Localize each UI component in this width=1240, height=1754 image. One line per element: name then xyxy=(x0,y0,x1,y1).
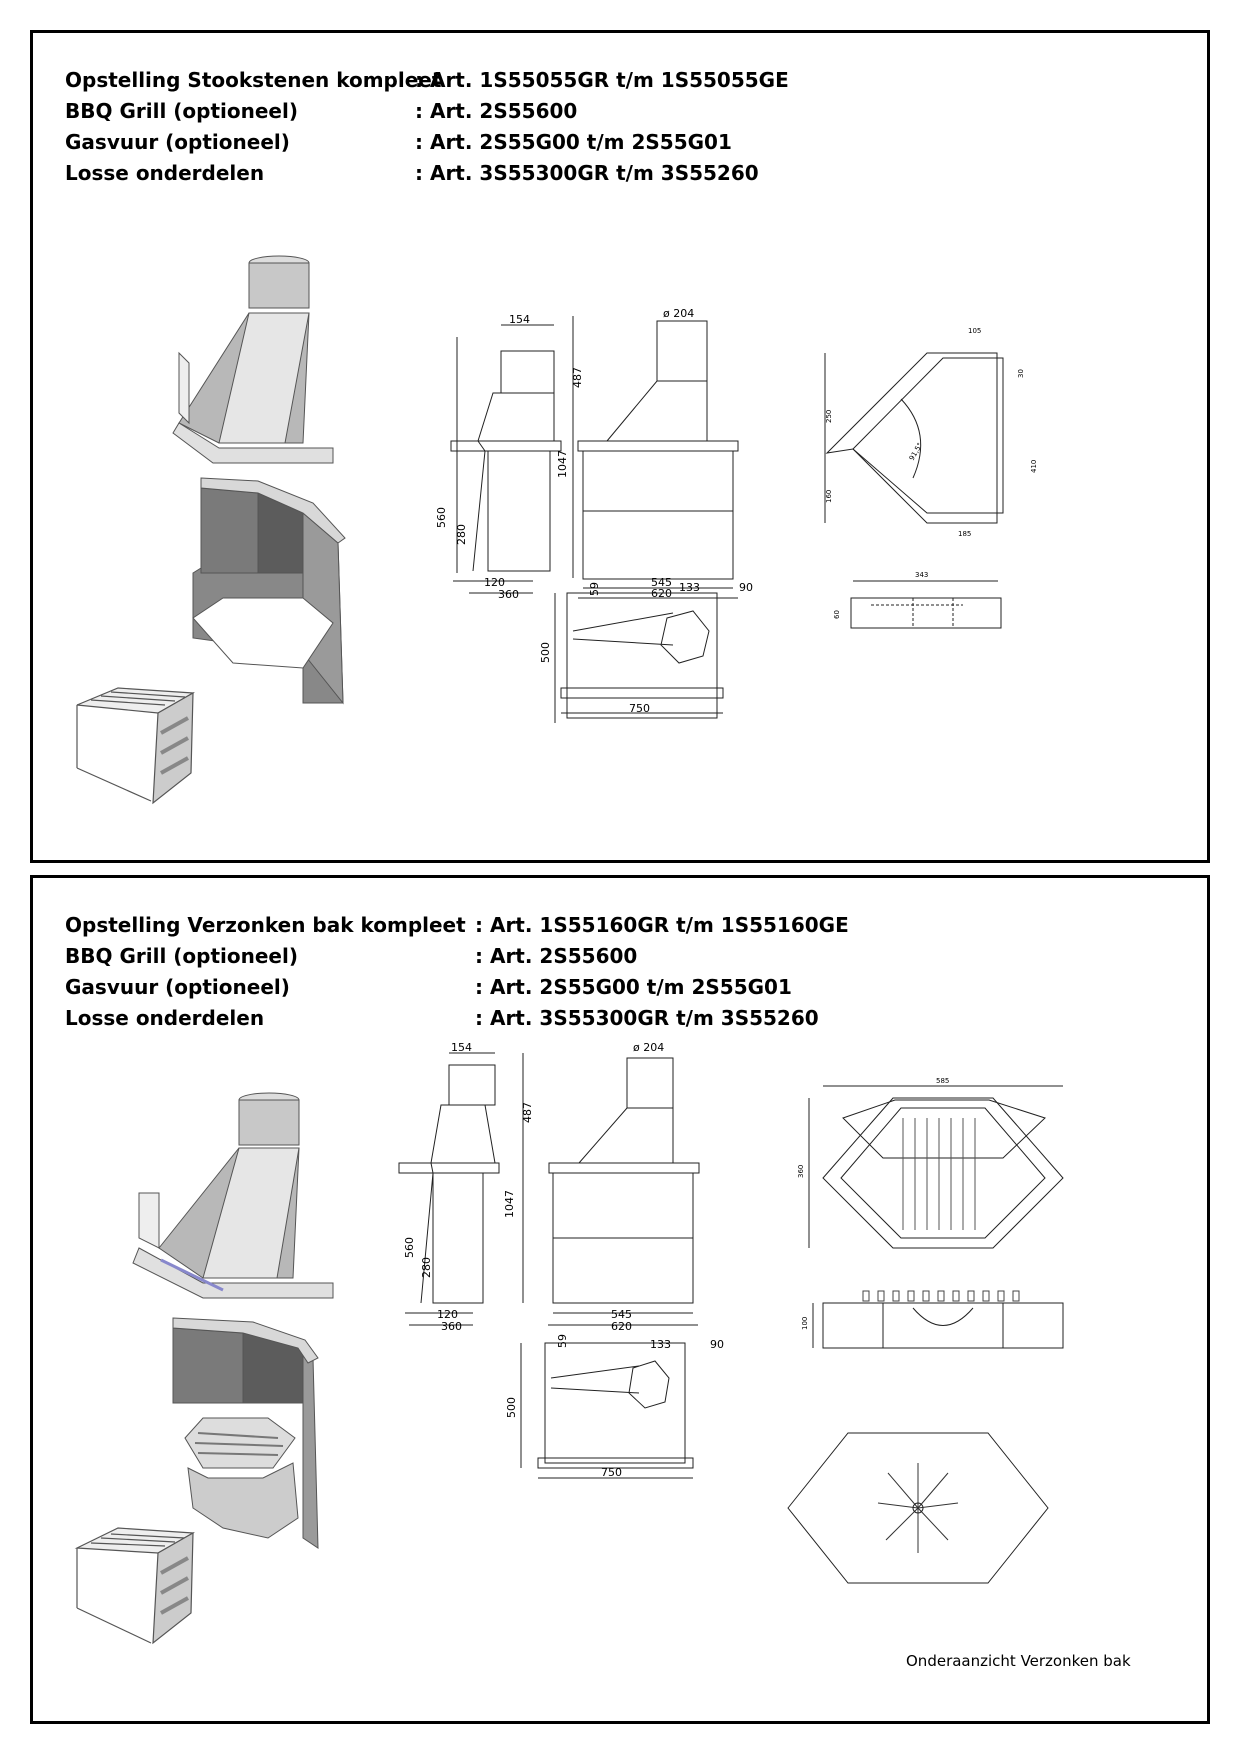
dim-corner-g: 343 xyxy=(915,571,928,579)
dim-top-c: 90 xyxy=(739,581,753,594)
dim-top-b: 133 xyxy=(679,581,700,594)
bottom-view-caption: Onderaanzicht Verzonken bak xyxy=(906,1652,1131,1670)
dim-corner-f: 185 xyxy=(958,530,971,538)
technical-drawings: 154 560 280 120 360 ø 204 487 1047 545 6… xyxy=(74,1041,1064,1645)
hood-3d-render xyxy=(132,1092,334,1299)
bbq-grill-3d-render xyxy=(76,687,196,805)
dim-pan-h: 100 xyxy=(801,1317,809,1330)
dim-side-top: 154 xyxy=(509,313,530,326)
bbq-grill-3d-render xyxy=(74,1527,196,1645)
sunken-pan-top-view xyxy=(808,1085,1064,1249)
corner-stone-drawing xyxy=(824,352,1004,629)
dim-top-e: 750 xyxy=(601,1466,622,1479)
technical-drawings: 154 560 280 120 360 ø 204 487 1047 545 6… xyxy=(76,255,1038,805)
dim-corner-e: 160 xyxy=(825,490,833,503)
dim-front-w1: 545 xyxy=(611,1308,632,1321)
dim-pan-d: 360 xyxy=(797,1165,805,1178)
sunken-pan-bottom-view xyxy=(787,1432,1049,1584)
dim-front-w2: 620 xyxy=(611,1320,632,1333)
dim-total-h: 1047 xyxy=(556,450,569,478)
dim-mid-h: 280 xyxy=(455,524,468,545)
front-view-drawing xyxy=(522,1053,700,1326)
dim-top-a: 59 xyxy=(588,582,601,596)
firebox-3d-render xyxy=(192,477,346,705)
dim-corner-d: 410 xyxy=(1030,460,1038,473)
top-view-drawing xyxy=(554,592,724,723)
dim-corner-h: 60 xyxy=(833,610,841,619)
dim-flue-dia: ø 204 xyxy=(633,1041,664,1054)
side-view-drawing xyxy=(450,324,562,594)
dim-side-w2: 360 xyxy=(498,588,519,601)
dim-flue-dia: ø 204 xyxy=(663,307,694,320)
dim-corner-b: 30 xyxy=(1017,369,1025,378)
dim-corner-c: 250 xyxy=(825,410,833,423)
dim-corner-angle: 91,5° xyxy=(908,441,924,462)
dim-side-w2: 360 xyxy=(441,1320,462,1333)
dim-mid-h: 280 xyxy=(420,1257,433,1278)
dim-top-d: 500 xyxy=(539,642,552,663)
dim-hood-h: 487 xyxy=(521,1102,534,1123)
dim-top-c: 90 xyxy=(710,1338,724,1351)
dim-hood-h: 487 xyxy=(571,367,584,388)
side-view-drawing xyxy=(398,1052,500,1326)
dim-top-d: 500 xyxy=(505,1397,518,1418)
dim-side-w1: 120 xyxy=(437,1308,458,1321)
dim-side-w1: 120 xyxy=(484,576,505,589)
dim-base-h: 560 xyxy=(403,1237,416,1258)
section-stookstenen: Opstelling Stookstenen kompleet: Art. 1S… xyxy=(30,30,1210,863)
hood-3d-render xyxy=(172,255,334,464)
dim-top-b: 133 xyxy=(650,1338,671,1351)
dim-top-a: 59 xyxy=(556,1334,569,1348)
dim-total-h: 1047 xyxy=(503,1190,516,1218)
dim-pan-w: 585 xyxy=(936,1077,949,1085)
front-view-drawing xyxy=(572,316,739,599)
top-view-drawing xyxy=(520,1342,694,1479)
dim-corner-a: 105 xyxy=(968,327,981,335)
section-verzonken-bak: Opstelling Verzonken bak kompleet: Art. … xyxy=(30,875,1210,1724)
firebox-3d-render xyxy=(172,1317,319,1549)
sunken-pan-side-view xyxy=(812,1290,1064,1349)
dim-base-h: 560 xyxy=(435,507,448,528)
dim-side-top: 154 xyxy=(451,1041,472,1054)
dim-top-e: 750 xyxy=(629,702,650,715)
dim-front-w1: 545 xyxy=(651,576,672,589)
